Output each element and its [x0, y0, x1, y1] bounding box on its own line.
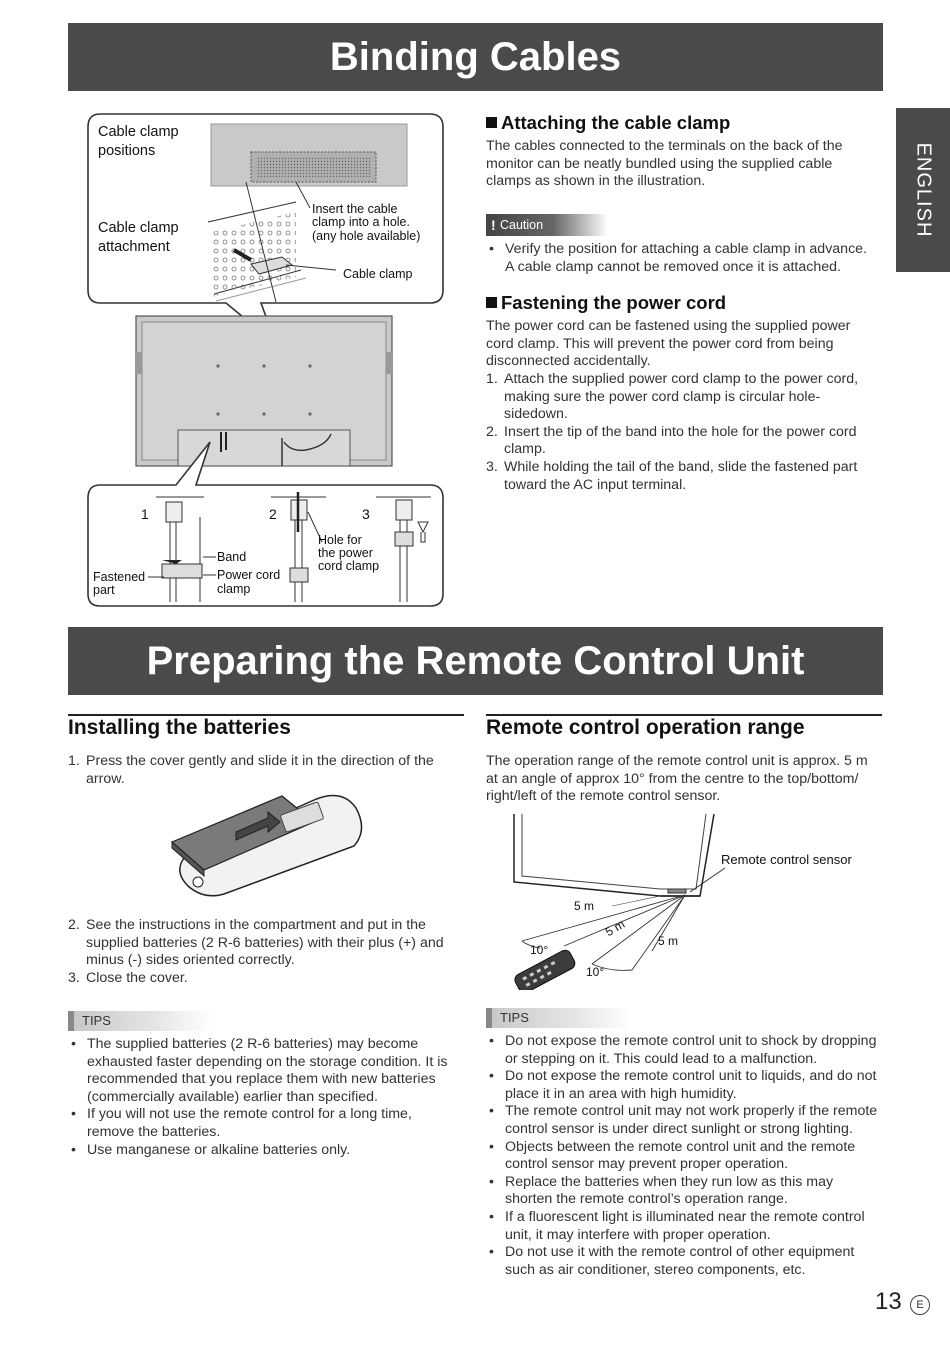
- cable-clamp-figure: Cable clamp positions Cable clamp attach…: [87, 113, 444, 607]
- fastening-body: The power cord can be fastened using the…: [486, 318, 851, 370]
- hole-label-1: Hole for: [318, 533, 362, 547]
- list-item: If you will not use the remote control f…: [68, 1106, 458, 1141]
- section-title: Preparing the Remote Control Unit: [68, 627, 883, 695]
- list-item: 1.Attach the supplied power cord clamp t…: [486, 371, 859, 423]
- list-item: 3.Close the cover.: [68, 969, 188, 986]
- fastening-steps: 1.Attach the supplied power cord clamp t…: [486, 371, 872, 494]
- angle-label-2: 10°: [586, 965, 604, 979]
- attaching-body: The cables connected to the terminals on…: [486, 138, 843, 190]
- page-suffix-badge: E: [910, 1295, 930, 1315]
- list-item: Do not expose the remote control unit to…: [486, 1033, 884, 1068]
- range-body: The operation range of the remote contro…: [486, 753, 868, 805]
- attachment-label-1: Cable clamp: [98, 220, 179, 236]
- list-item: Objects between the remote control unit …: [486, 1139, 884, 1174]
- attaching-heading: Attaching the cable clamp: [486, 112, 730, 134]
- fastened-label-2: part: [93, 583, 115, 597]
- batteries-tips-label: TIPS: [68, 1011, 213, 1031]
- language-label: ENGLISH: [912, 142, 935, 238]
- range-tips-label: TIPS: [486, 1008, 631, 1028]
- remote-battery-figure: [170, 794, 363, 897]
- hole-label-2: the power: [318, 546, 373, 560]
- positions-label-1: Cable clamp: [98, 124, 179, 140]
- list-item: 1.Press the cover gently and slide it in…: [68, 753, 434, 787]
- fastened-label-1: Fastened: [93, 570, 145, 584]
- batteries-tips-list: The supplied batteries (2 R-6 batteries)…: [68, 1036, 458, 1159]
- range-tips-list: Do not expose the remote control unit to…: [486, 1033, 884, 1279]
- list-item: If a fluorescent light is illuminated ne…: [486, 1209, 884, 1244]
- battery-steps-2-3: 2.See the instructions in the compartmen…: [68, 917, 458, 987]
- fastening-heading: Fastening the power cord: [486, 292, 726, 314]
- range-heading: Remote control operation range: [486, 714, 882, 740]
- cable-clamp-label: Cable clamp: [343, 267, 413, 281]
- list-item: The remote control unit may not work pro…: [486, 1103, 884, 1138]
- angle-label-1: 10°: [530, 943, 548, 957]
- operation-range-figure: Remote control sensor 5 m 5 m 5 m 10° 10…: [513, 813, 852, 990]
- power-cord-clamp-label-1: Power cord: [217, 568, 280, 582]
- sensor-label: Remote control sensor: [721, 852, 852, 867]
- list-item: 2.Insert the tip of the band into the ho…: [486, 423, 857, 458]
- list-item: Replace the batteries when they run low …: [486, 1174, 884, 1209]
- batteries-heading: Installing the batteries: [68, 714, 464, 740]
- list-item: 2.See the instructions in the compartmen…: [68, 917, 444, 969]
- distance-label-1: 5 m: [574, 899, 594, 913]
- power-cord-clamp-label-2: clamp: [217, 582, 250, 596]
- insert-label-2: clamp into a hole.: [312, 215, 410, 229]
- positions-label-2: positions: [98, 143, 155, 159]
- hole-label-3: cord clamp: [318, 559, 379, 573]
- battery-step-1: 1.Press the cover gently and slide it in…: [68, 753, 458, 788]
- caution-list: Verify the position for attaching a cabl…: [486, 241, 878, 276]
- caution-icon: !: [491, 217, 496, 233]
- remote-icon: [514, 949, 576, 990]
- list-item: Use manganese or alkaline batteries only…: [68, 1142, 458, 1160]
- distance-label-3: 5 m: [658, 934, 678, 948]
- caution-label: Caution: [500, 218, 544, 232]
- page-title: Binding Cables: [68, 23, 883, 91]
- list-item: The supplied batteries (2 R-6 batteries)…: [68, 1036, 458, 1106]
- list-item: 3.While holding the tail of the band, sl…: [486, 458, 858, 493]
- distance-label-2: 5 m: [603, 917, 627, 939]
- insert-label-3: (any hole available): [312, 229, 420, 243]
- step-1-label: 1: [141, 506, 149, 522]
- step-2-label: 2: [269, 506, 277, 522]
- attachment-label-2: attachment: [98, 239, 170, 255]
- caution-item: Verify the position for attaching a cabl…: [486, 241, 878, 276]
- language-tab: ENGLISH: [896, 108, 950, 272]
- list-item: Do not use it with the remote control of…: [486, 1244, 884, 1279]
- list-item: Do not expose the remote control unit to…: [486, 1068, 884, 1103]
- insert-label-1: Insert the cable: [312, 202, 398, 216]
- step-3-label: 3: [362, 506, 370, 522]
- page-number: 13: [875, 1288, 902, 1315]
- band-label: Band: [217, 550, 246, 564]
- caution-label-box: ! Caution: [486, 214, 608, 236]
